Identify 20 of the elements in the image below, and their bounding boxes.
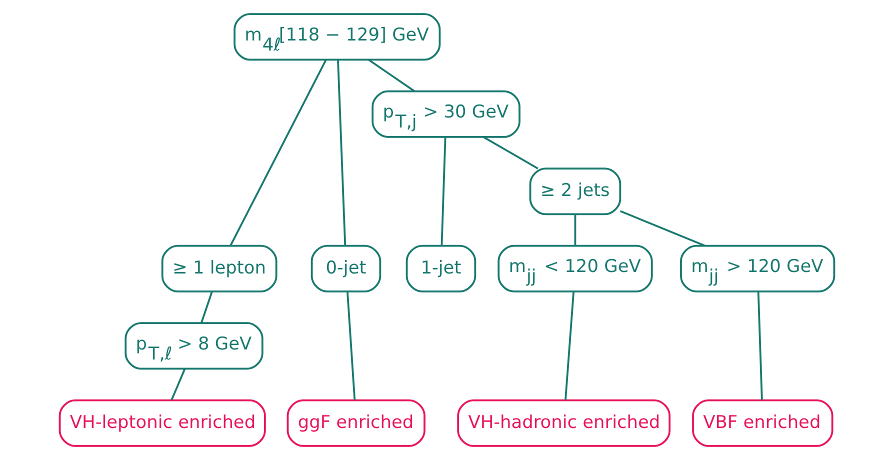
connector <box>229 58 326 246</box>
connector <box>200 290 212 323</box>
connector <box>440 136 446 246</box>
node-box: ggF enriched <box>286 398 425 446</box>
connector <box>170 368 186 400</box>
node-box: VBF enriched <box>692 398 833 446</box>
connector <box>756 291 762 400</box>
node-box: ≥ 2 jets <box>528 167 621 215</box>
connector <box>619 210 705 246</box>
connector <box>574 214 576 246</box>
node-box: 0-jet <box>310 244 381 292</box>
node-box: VH-leptonic enriched <box>58 398 266 446</box>
connector <box>482 136 538 169</box>
node-box: VH-hadronic enriched <box>456 398 670 446</box>
node-box: ≥ 1 lepton <box>160 244 277 292</box>
connector <box>368 58 415 92</box>
connector <box>564 291 574 400</box>
connector <box>346 291 356 400</box>
node-box: 1-jet <box>405 244 476 292</box>
connector <box>336 59 346 246</box>
